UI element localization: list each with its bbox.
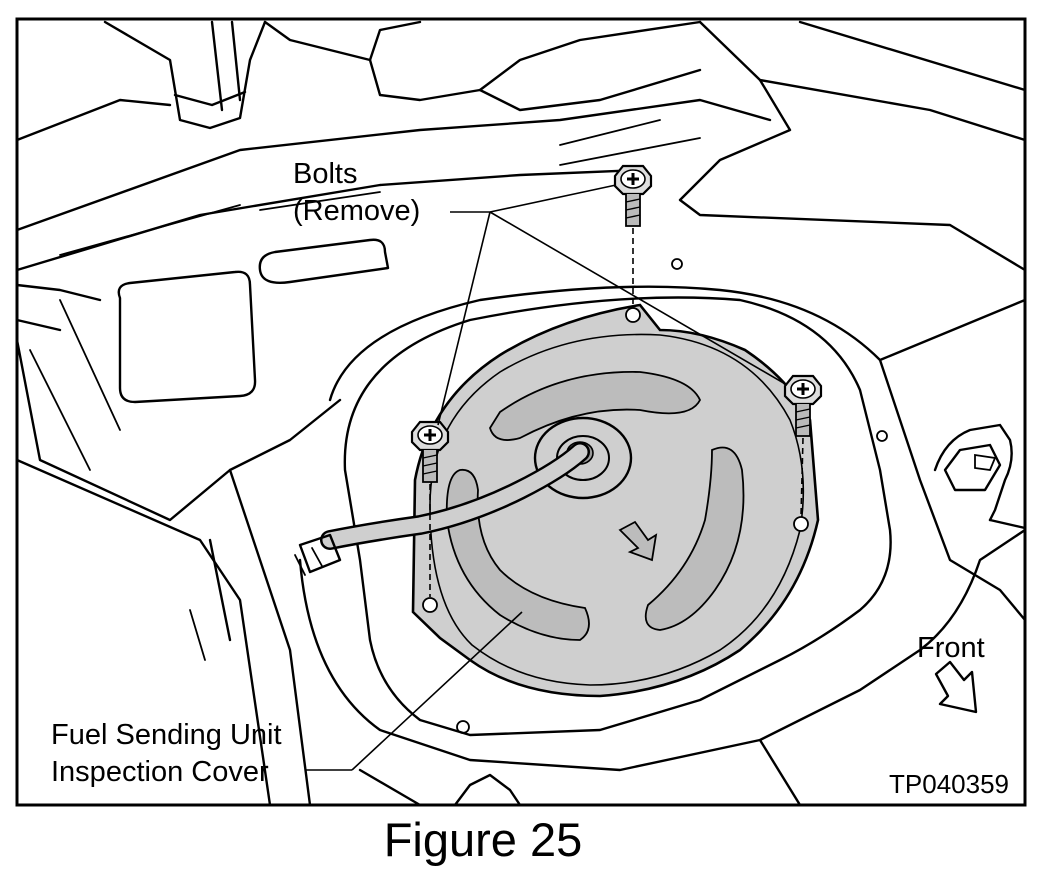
floor-pan-structure xyxy=(15,20,1027,807)
bolt-icon xyxy=(783,374,823,437)
cover-label-line2: Inspection Cover xyxy=(51,756,269,788)
inspection-cover xyxy=(411,303,820,698)
wire-harness xyxy=(294,442,590,576)
arrow-icon xyxy=(934,660,978,714)
reference-code: TP040359 xyxy=(889,769,1009,799)
bolt-icon xyxy=(613,164,653,227)
figure-caption: Figure 25 xyxy=(384,813,583,866)
bolts-remove-label: (Remove) xyxy=(293,195,420,227)
front-label: Front xyxy=(917,632,985,664)
bolts-label: Bolts xyxy=(293,158,357,190)
arrow-icon xyxy=(618,520,658,562)
cover-label-line1: Fuel Sending Unit xyxy=(51,719,282,751)
alignment-lines xyxy=(429,228,804,597)
bolt-icon xyxy=(410,420,450,483)
leader-lines xyxy=(305,184,788,771)
